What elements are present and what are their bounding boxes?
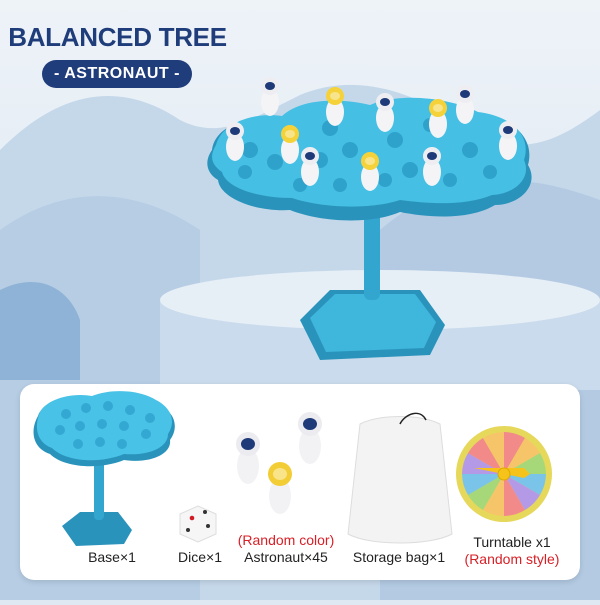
storage-bag-image [347,412,453,544]
turntable-image [456,426,552,522]
page-title: BALANCED TREE [8,22,227,52]
contents-illustrations [33,391,552,546]
astronaut-note: (Random color) [237,532,335,548]
dice-image [179,505,217,543]
storage-bag-label: Storage bag×1 [352,549,446,565]
astronaut-figures-image [236,412,322,514]
base-label: Base×1 [88,549,136,565]
contents-panel: Base×1 Dice×1 (Random color) Astronaut×4… [20,384,580,580]
turntable-note: (Random style) [464,551,560,567]
dice-label: Dice×1 [178,549,222,565]
base-image [33,391,175,546]
astronaut-label: Astronaut×45 [244,549,328,565]
turntable-label: Turntable x1 [473,534,551,550]
subtitle-badge: - ASTRONAUT - [42,60,192,88]
